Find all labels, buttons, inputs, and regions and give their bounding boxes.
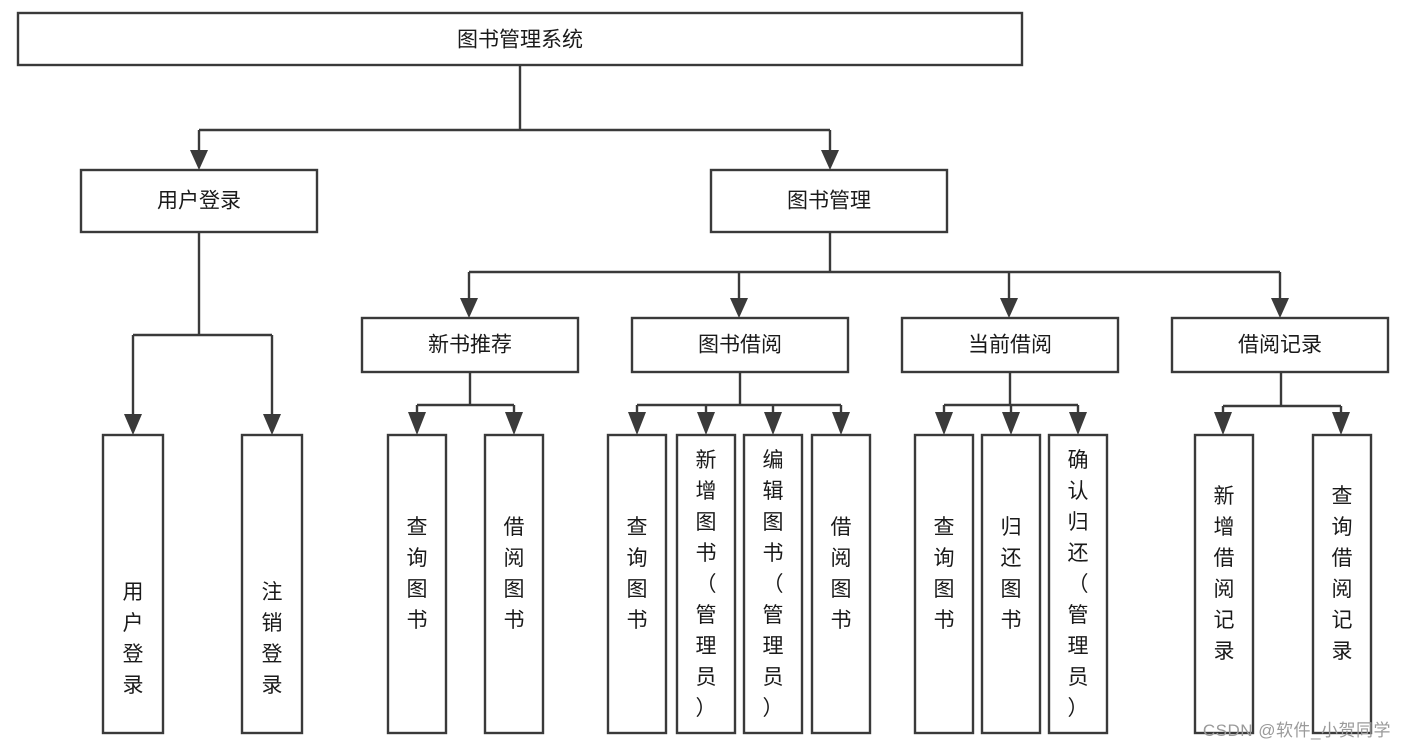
- node-current-borrow-box[interactable]: [900, 316, 1120, 374]
- leaf-query-book-2-box[interactable]: [606, 433, 668, 735]
- arrow-head-leaf-add-book-admin: [697, 412, 715, 435]
- arrow-head-book-borrow: [730, 298, 748, 318]
- node-borrow-records-label: 借阅记录: [1238, 334, 1322, 357]
- node-book-management-box[interactable]: [709, 168, 949, 234]
- arrow-head-new-book-recommend: [460, 298, 478, 318]
- node-root-label: 图书管理系统: [457, 29, 583, 52]
- node-user-login-label: 用户登录: [157, 190, 241, 213]
- leaf-borrow-book-1-label: 借阅图书: [504, 516, 525, 632]
- arrow-head-leaf-edit-book-admin: [764, 412, 782, 435]
- arrow-head-leaf-query-book-3: [935, 412, 953, 435]
- node-new-book-recommend-box[interactable]: [360, 316, 580, 374]
- arrow-head-leaf-borrow-book-1: [505, 412, 523, 435]
- connector-layer: [124, 65, 1350, 435]
- leaf-return-book-box[interactable]: [980, 433, 1042, 735]
- leaf-borrow-book-1-box[interactable]: [483, 433, 545, 735]
- leaf-add-borrow-record-box[interactable]: [1193, 433, 1255, 735]
- node-user-login-box[interactable]: [79, 168, 319, 234]
- csdn-watermark: CSDN @软件_小贺同学: [1202, 721, 1391, 740]
- leaf-user-login-box[interactable]: [101, 433, 165, 735]
- arrow-head-user-login: [190, 150, 208, 170]
- node-book-borrow-box[interactable]: [630, 316, 850, 374]
- node-book-borrow-label: 图书借阅: [698, 334, 782, 357]
- leaf-edit-book-admin-label: 编辑图书（管理员）: [763, 449, 784, 720]
- arrow-head-leaf-return-book: [1002, 412, 1020, 435]
- leaf-return-book-label: 归还图书: [1001, 516, 1022, 632]
- node-new-book-recommend[interactable]: 新书推荐: [360, 316, 580, 374]
- leaf-add-borrow-record-label: 新增借阅记录: [1214, 485, 1235, 663]
- leaf-query-book-1-box[interactable]: [386, 433, 448, 735]
- node-book-management-label: 图书管理: [787, 190, 871, 213]
- node-new-book-recommend-label: 新书推荐: [428, 334, 512, 357]
- arrow-head-current-borrow: [1000, 298, 1018, 318]
- leaf-logout-login-box[interactable]: [240, 433, 304, 735]
- arrow-head-leaf-query-book-2: [628, 412, 646, 435]
- leaf-query-book-3-label: 查询图书: [934, 516, 955, 632]
- node-root-box[interactable]: [16, 11, 1024, 67]
- leaf-borrow-book-2-label: 借阅图书: [831, 516, 852, 632]
- leaf-query-book-3-box[interactable]: [913, 433, 975, 735]
- leaf-query-book-1-label: 查询图书: [407, 516, 428, 632]
- arrow-head-book-management: [821, 150, 839, 170]
- node-book-management[interactable]: 图书管理: [709, 168, 949, 234]
- leaf-add-book-admin-box[interactable]: [675, 433, 737, 735]
- leaf-confirm-return-admin-box[interactable]: [1047, 433, 1109, 735]
- arrow-head-leaf-query-book-1: [408, 412, 426, 435]
- leaf-layer: [101, 433, 1373, 735]
- node-current-borrow[interactable]: 当前借阅: [900, 316, 1120, 374]
- leaf-edit-book-admin-box[interactable]: [742, 433, 804, 735]
- leaf-label-layer: 用户登录 注销登录 查询图书 借阅图书 查询图书 新增图书（管理员） 编辑图书（…: [123, 449, 1353, 720]
- arrow-head-leaf-confirm-return-admin: [1069, 412, 1087, 435]
- leaf-query-borrow-record-label: 查询借阅记录: [1332, 485, 1353, 663]
- leaf-add-book-admin-label: 新增图书（管理员）: [696, 449, 717, 720]
- leaf-borrow-book-2-box[interactable]: [810, 433, 872, 735]
- leaf-query-borrow-record-box[interactable]: [1311, 433, 1373, 735]
- node-user-login[interactable]: 用户登录: [79, 168, 319, 234]
- node-borrow-records-box[interactable]: [1170, 316, 1390, 374]
- node-book-borrow[interactable]: 图书借阅: [630, 316, 850, 374]
- leaf-confirm-return-admin-label: 确认归还（管理员）: [1068, 449, 1089, 720]
- leaf-logout-login-label: 注销登录: [262, 581, 283, 697]
- arrow-head-borrow-records: [1271, 298, 1289, 318]
- arrow-head-leaf-query-borrow-record: [1332, 412, 1350, 435]
- arrow-head-leaf-borrow-book-2: [832, 412, 850, 435]
- arrow-head-leaf-add-borrow-record: [1214, 412, 1232, 435]
- leaf-query-book-2-label: 查询图书: [627, 516, 648, 632]
- arrow-head-leaf-logout-login: [263, 414, 281, 435]
- node-current-borrow-label: 当前借阅: [968, 334, 1052, 357]
- arrow-head-leaf-user-login: [124, 414, 142, 435]
- node-root[interactable]: 图书管理系统: [16, 11, 1024, 67]
- leaf-user-login-label: 用户登录: [123, 581, 144, 697]
- node-borrow-records[interactable]: 借阅记录: [1170, 316, 1390, 374]
